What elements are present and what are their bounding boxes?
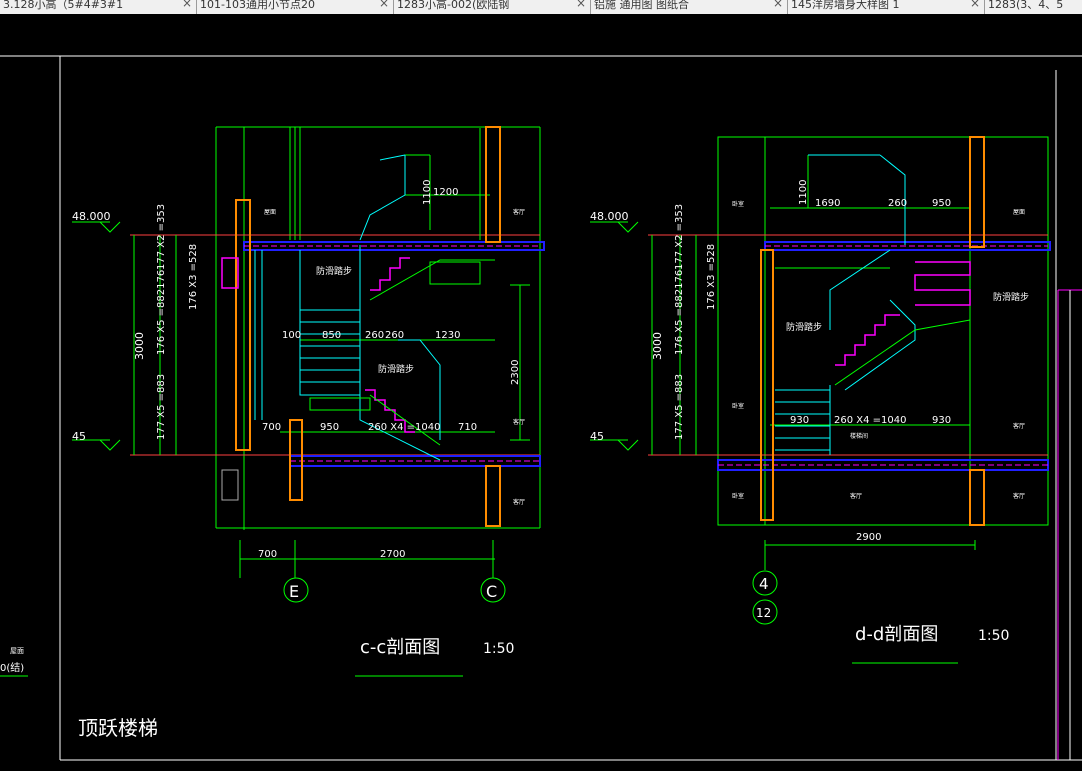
cc-dim-total: 3000 — [133, 332, 146, 360]
tab-6[interactable]: 1283(3、4、5 — [985, 0, 1082, 14]
close-icon[interactable]: × — [969, 0, 980, 10]
cc-axis-c: C — [486, 582, 497, 601]
dd-label-3: 卧室 — [732, 200, 744, 208]
dd-dim-left-1: 177 X2 =353 — [674, 204, 685, 270]
section-dd: 48.000 45 3000 177 X2 =353 176 X3 =528 1… — [590, 136, 1051, 664]
tab-2[interactable]: 101-103通用小节点20 × — [197, 0, 394, 14]
dd-dim-950: 950 — [932, 198, 951, 209]
tab-label: 铝施 通用图 图纸合 — [594, 0, 689, 11]
dd-dim-left-5: 177 X5 =883 — [674, 374, 685, 440]
cc-dim-1230: 1230 — [435, 330, 460, 341]
dd-dim-1040: 260 X4 =1040 — [834, 415, 907, 426]
close-icon[interactable]: × — [772, 0, 783, 10]
tab-bar: 3.128小高（5#4#3#1 × 101-103通用小节点20 × 1283小高-… — [0, 0, 1082, 14]
margin-text-1: 屋面 — [10, 647, 24, 655]
dd-elev-top: 48.000 — [590, 210, 629, 223]
dd-label-2: 防滑踏步 — [786, 321, 822, 333]
dd-label-8: 卧室 — [732, 492, 744, 500]
tab-label: 1283(3、4、5 — [988, 0, 1064, 11]
cc-elev-top: 48.000 — [72, 210, 111, 223]
dd-dim-2900: 2900 — [856, 532, 881, 543]
tab-label: 1283小高-002(欧陆钢 — [397, 0, 510, 11]
cad-drawing: 48.000 45 3000 177 X2 =353 176 X3 =528 1… — [0, 55, 1082, 761]
dd-label-10: 客厅 — [1013, 492, 1025, 500]
dd-dim-left-3: 176 X5 =882176 — [674, 270, 685, 355]
close-icon[interactable]: × — [181, 0, 192, 10]
dd-dim-1100: 1100 — [798, 180, 809, 205]
cc-scale: 1:50 — [483, 641, 514, 657]
cc-title: c-c剖面图 — [360, 637, 440, 658]
dd-label-6: 客厅 — [1013, 422, 1025, 430]
drawing-canvas[interactable]: 48.000 45 3000 177 X2 =353 176 X3 =528 1… — [0, 14, 1082, 771]
cc-dim-710: 710 — [458, 422, 477, 433]
cc-label-6: 客厅 — [513, 418, 525, 426]
dd-dim-930a: 930 — [790, 415, 809, 426]
cc-dim-left-2: 176 X3 =528 — [188, 244, 199, 310]
dd-dim-total: 3000 — [651, 332, 664, 360]
tab-label: 101-103通用小节点20 — [200, 0, 315, 11]
cc-dim-left-1: 177 X2 =353 — [156, 204, 167, 270]
dd-title: d-d剖面图 — [855, 624, 938, 645]
dd-label-4: 屋面 — [1013, 209, 1025, 216]
drawing-title: 顶跃楼梯 — [78, 716, 158, 740]
cc-dim-260b: 260 — [385, 330, 404, 341]
cc-label-4: 客厅 — [513, 208, 525, 216]
cc-label-3: 屋面 — [264, 209, 276, 216]
dd-axis-4: 4 — [759, 575, 769, 593]
margin-text-2: 0(结) — [0, 661, 24, 674]
cc-dim-1100: 1100 — [422, 180, 433, 205]
tab-label: 145洋房墙身大样图 1 — [791, 0, 900, 11]
dd-elev-bottom: 45 — [590, 430, 604, 443]
dd-label-1: 防滑踏步 — [993, 291, 1029, 303]
tab-4[interactable]: 铝施 通用图 图纸合 × — [591, 0, 788, 14]
dd-label-9: 客厅 — [850, 492, 862, 500]
cc-dim-left-5: 177 X5 =883 — [156, 374, 167, 440]
cc-dim-260a: 260 — [365, 330, 384, 341]
dd-label-7: 楼梯间 — [850, 432, 868, 440]
cc-label-7: 客厅 — [513, 498, 525, 506]
cc-dim-left-3: 176 X5 =882176 — [156, 270, 167, 355]
dd-dim-930b: 930 — [932, 415, 951, 426]
tab-3[interactable]: 1283小高-002(欧陆钢 × — [394, 0, 591, 14]
close-icon[interactable]: × — [575, 0, 586, 10]
cc-dim-2300: 2300 — [510, 360, 521, 385]
cc-dim-700b: 700 — [258, 549, 277, 560]
dd-dim-1690: 1690 — [815, 198, 840, 209]
cc-dim-950: 950 — [320, 422, 339, 433]
dd-label-5: 卧室 — [732, 402, 744, 410]
dd-dim-260: 260 — [888, 198, 907, 209]
dd-scale: 1:50 — [978, 628, 1009, 644]
tab-5[interactable]: 145洋房墙身大样图 1 × — [788, 0, 985, 14]
dd-dim-left-2: 176 X3 =528 — [706, 244, 717, 310]
tab-label: 3.128小高（5#4#3#1 — [3, 0, 124, 11]
section-cc: 48.000 45 3000 177 X2 =353 176 X3 =528 1… — [72, 126, 545, 677]
close-icon[interactable]: × — [378, 0, 389, 10]
cc-dim-2700: 2700 — [380, 549, 405, 560]
cc-label-2: 防滑踏步 — [378, 363, 414, 375]
cc-dim-100: 100 — [282, 330, 301, 341]
cc-axis-e: E — [289, 582, 299, 601]
cc-label-1: 防滑踏步 — [316, 265, 352, 277]
cc-dim-700: 700 — [262, 422, 281, 433]
tab-1[interactable]: 3.128小高（5#4#3#1 × — [0, 0, 197, 14]
cc-dim-1040: 260 X4 =1040 — [368, 422, 441, 433]
dd-axis-12: 12 — [756, 606, 771, 620]
cc-elev-bottom: 45 — [72, 430, 86, 443]
cc-dim-850: 850 — [322, 330, 341, 341]
cc-dim-1200: 1200 — [433, 187, 458, 198]
